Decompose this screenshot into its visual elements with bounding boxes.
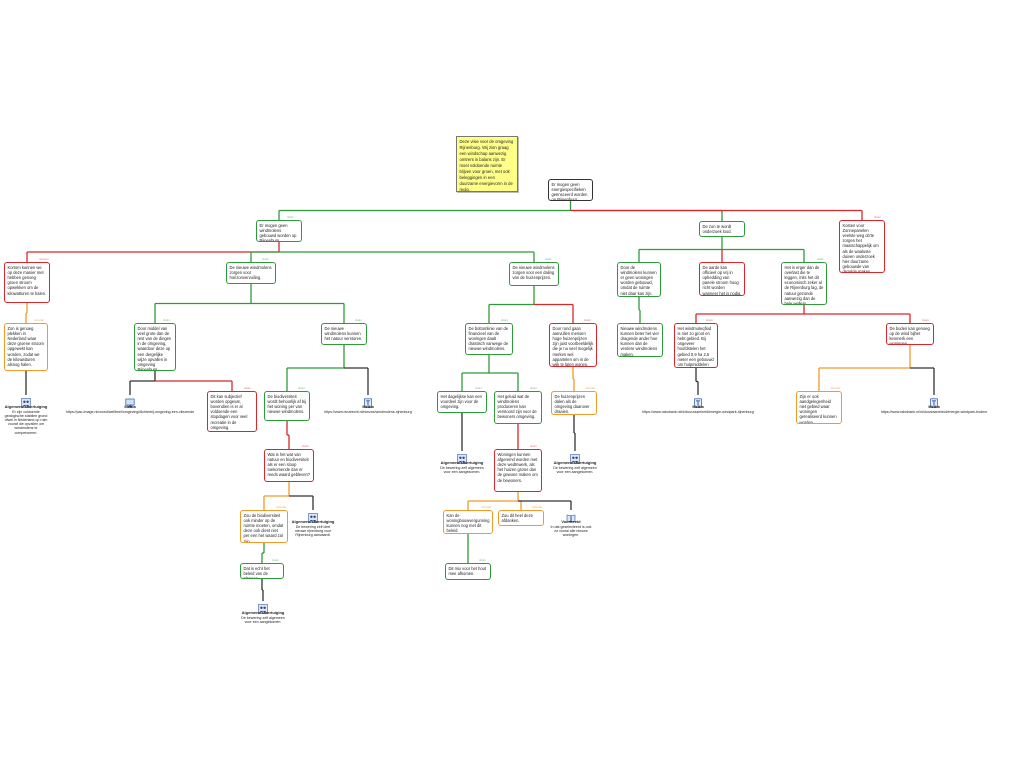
node-tag: claim <box>262 257 270 261</box>
document-icon <box>929 395 939 408</box>
node-tag: rebuttal <box>532 505 543 509</box>
root-claim[interactable]: Er mogen geen energiespecifieken geënsce… <box>548 179 593 201</box>
node-tag: claim <box>706 318 714 322</box>
sticky-note[interactable]: Deze visie voor de omgeving Rijnenburg. … <box>456 136 518 192</box>
claim-node[interactable]: Het geluid wat de windmolens produceren … <box>494 391 542 424</box>
claim-node[interactable]: De biodiversiteit wordt behoorlijk af bi… <box>264 391 310 421</box>
objection-node[interactable]: Kosten voor Zonnepanelen veelste weg ob'… <box>839 220 885 273</box>
claim-node[interactable]: De bottomlinie van de financieel van de … <box>465 323 513 355</box>
document-icon <box>693 395 703 408</box>
claim-node[interactable]: De zon te wordt onderzoek lood. <box>699 221 745 237</box>
claim-node[interactable]: Door de windmolens kunnen er geen woning… <box>617 262 661 297</box>
node-tag: rebuttal <box>585 386 596 390</box>
node-tag: claim <box>874 215 882 219</box>
node-tag: claim <box>475 386 483 390</box>
node-tag: rebuttal <box>830 386 841 390</box>
node-tag: claim <box>922 318 930 322</box>
claim-node[interactable]: De nieuwe windmolens zorgen voor horizon… <box>226 262 276 284</box>
claim-node[interactable]: Dit mix voor het hout mee afkomen. <box>445 563 491 580</box>
node-tag: claim <box>244 386 252 390</box>
source-general-belief[interactable]: Algemene Overtuiging Er zijn voldoende g… <box>4 395 48 435</box>
people-icon <box>570 451 580 464</box>
claim-node[interactable]: Door middel van veel grote dan de rest v… <box>134 323 176 371</box>
node-tag: claim <box>501 318 509 322</box>
source-general-belief[interactable]: Algemene Overtuiging De bewering zelf de… <box>290 510 336 537</box>
claim-node[interactable]: De nieuwe windmolens kunnen het natuur v… <box>321 323 367 345</box>
rebuttal-node[interactable]: Zijn er ook aandgelegenheid niet gebied … <box>796 391 842 424</box>
objection-node[interactable]: De boden kan genoeg op de wind bijhet ke… <box>886 323 934 345</box>
document-icon <box>363 395 373 408</box>
objection-node[interactable]: Woningen kunnen afgeremd worden met deze… <box>494 449 542 492</box>
claim-node[interactable]: De nieuwe windmolens zorgen voor een dal… <box>509 262 559 286</box>
node-tag: claim <box>272 558 280 562</box>
people-icon <box>258 601 268 614</box>
rebuttal-node[interactable]: Zon is genoeg plekken in Nederland waar … <box>4 323 48 371</box>
objection-node[interactable]: Wat is het wat van natuur en biodiversit… <box>264 449 314 482</box>
monitor-icon <box>125 395 135 408</box>
people-icon <box>21 395 31 408</box>
node-tag: claim <box>545 257 553 261</box>
node-tag: opinion <box>39 257 49 261</box>
source-example[interactable]: Voorbeeld In dat geselecteerd is ook zo … <box>549 510 593 537</box>
node-tag: claim <box>298 386 306 390</box>
node-tag: rebuttal <box>276 505 287 509</box>
node-tag: claim <box>163 318 171 322</box>
source-media[interactable]: Media https://www.rabobank.nl/nl/duurzaa… <box>614 395 782 414</box>
rebuttal-node[interactable]: De huizenprijzen dalen als de omgeving d… <box>551 391 597 415</box>
rebuttal-node[interactable]: Kan de woningbouwvergunning kunnen nog m… <box>443 510 493 534</box>
node-tag: claim <box>479 558 487 562</box>
claim-node[interactable]: Het dagelijkse kan een voordeel zijn voo… <box>437 391 487 413</box>
source-general-belief[interactable]: Algemene Overtuiging De bewering zelf al… <box>240 601 286 624</box>
node-tag: rebuttal <box>481 505 492 509</box>
node-tag: claim <box>355 318 363 322</box>
node-tag: claim <box>817 257 825 261</box>
source-media[interactable]: Media https://pac-image.nl/crowd/wellbee… <box>60 395 200 414</box>
people-icon <box>457 451 467 464</box>
node-tag: claim <box>584 318 592 322</box>
node-tag: claim <box>530 386 538 390</box>
node-tag: claim <box>287 215 295 219</box>
objection-node[interactable]: De aarde kan officieel op vrij in ophedd… <box>699 262 745 296</box>
node-tag: claim <box>302 444 310 448</box>
objection-node[interactable]: Door rond gaan aanvullen mensen hoge hui… <box>549 323 597 367</box>
source-media[interactable]: Media https://www.rabobank.nl/nl/duurzaa… <box>850 395 1018 414</box>
book-icon <box>566 510 576 523</box>
rebuttal-node[interactable]: Zou de biodiversiteit ook minder op de r… <box>240 510 288 543</box>
claim-node[interactable]: Het is erger dan de overlast die te legg… <box>781 262 827 305</box>
objection-node[interactable]: Dit kan subjectief worden opgevat, boven… <box>207 391 257 432</box>
source-media[interactable]: Media https://www.rtvutrecht.nl/nieuws/w… <box>318 395 418 414</box>
rebuttal-node[interactable]: Zou dit heel deze afdanken. <box>498 510 544 526</box>
claim-node[interactable]: Er mogen geen windmolens gebouwd worden … <box>256 220 302 242</box>
node-tag: rebuttal <box>34 318 45 322</box>
claim-node[interactable]: Nieuwe windmolens kunnen beter het vier … <box>617 323 663 357</box>
claim-node[interactable]: Dat is echt het beleid van de plannen. <box>240 563 284 579</box>
source-general-belief[interactable]: Algemene Overtuiging De bewering zelf al… <box>437 451 487 474</box>
node-tag: claim <box>530 444 538 448</box>
objection-node[interactable]: Kortom kunnen we op deze manier met hebb… <box>4 262 50 303</box>
source-general-belief[interactable]: Algemene Overtuiging De bewering zelf al… <box>551 451 599 474</box>
objection-node[interactable]: Het windmoleqfiod is niet zo groot en he… <box>674 323 718 368</box>
people-icon <box>308 510 318 523</box>
